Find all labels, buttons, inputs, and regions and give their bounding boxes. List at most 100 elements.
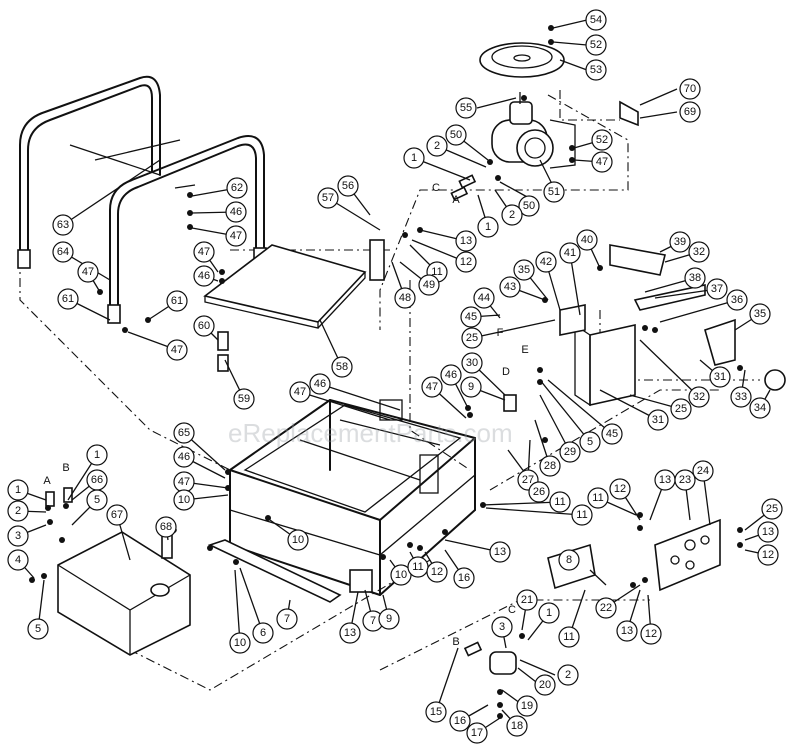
part-callout-16: 16: [449, 710, 471, 732]
fuel-tank: [57, 525, 191, 656]
callout-circle: [538, 602, 560, 624]
callout-number: 40: [581, 234, 593, 246]
callout-number: 41: [564, 247, 576, 259]
part-callout-56: 56: [337, 175, 359, 197]
part-callout-50: 50: [445, 124, 467, 146]
callout-number: 8: [566, 554, 572, 566]
letter-label-A: A: [43, 475, 51, 487]
part-callout-19: 19: [516, 695, 538, 717]
callout-number: 47: [596, 156, 608, 168]
callout-circle: [491, 616, 513, 638]
fastener-dots: [29, 25, 743, 719]
callout-circle: [477, 216, 499, 238]
callout-circle: [616, 620, 638, 642]
callout-circle: [534, 674, 556, 696]
callout-number: 65: [178, 427, 190, 439]
callout-number: 2: [434, 140, 440, 152]
part-callout-1: 1: [477, 216, 499, 238]
callout-number: 54: [590, 14, 602, 26]
part-callout-1: 1: [7, 479, 29, 501]
part-callout-7: 7: [276, 608, 298, 630]
part-callout-1: 1: [403, 147, 425, 169]
part-callout-13: 13: [339, 622, 361, 644]
callout-circle: [706, 278, 728, 300]
callout-circle: [579, 431, 601, 453]
callout-circle: [460, 376, 482, 398]
part-callout-31: 31: [709, 366, 731, 388]
callout-circle: [539, 455, 561, 477]
callout-circle: [640, 623, 662, 645]
callout-number: 23: [679, 474, 691, 486]
part-callout-45: 45: [460, 306, 482, 328]
callout-number: 31: [652, 414, 664, 426]
callout-number: 11: [592, 492, 603, 504]
callout-circle: [585, 59, 607, 81]
callout-number: 48: [399, 292, 411, 304]
part-callout-11: 11: [571, 504, 593, 526]
callout-circle: [225, 225, 247, 247]
part-callout-2: 2: [557, 664, 579, 686]
callout-number: 15: [430, 706, 442, 718]
part-callout-33: 33: [730, 386, 752, 408]
part-callout-13: 13: [654, 469, 676, 491]
callout-number: 1: [411, 152, 417, 164]
callout-circle: [461, 352, 483, 374]
callout-number: 34: [754, 402, 766, 414]
callout-circle: [390, 564, 412, 586]
callout-circle: [287, 529, 309, 551]
callout-number: 43: [504, 281, 516, 293]
part-callout-47: 47: [173, 471, 195, 493]
part-callout-68: 68: [155, 516, 177, 538]
part-callout-47: 47: [225, 225, 247, 247]
callout-number: 2: [565, 669, 571, 681]
callout-number: 6: [260, 627, 266, 639]
callout-circle: [52, 241, 74, 263]
callout-circle: [52, 214, 74, 236]
part-callout-39: 39: [669, 231, 691, 253]
part-callout-10: 10: [173, 489, 195, 511]
part-callout-5: 5: [86, 489, 108, 511]
callout-circle: [27, 618, 49, 640]
callout-circle: [426, 561, 448, 583]
callout-number: 16: [454, 715, 466, 727]
callout-circle: [688, 386, 710, 408]
part-callout-16: 16: [453, 567, 475, 589]
part-callout-9: 9: [378, 608, 400, 630]
callout-circle: [730, 386, 752, 408]
part-callout-8: 8: [558, 549, 580, 571]
callout-number: 37: [711, 283, 723, 295]
callout-circle: [674, 469, 696, 491]
callout-number: 16: [458, 572, 470, 584]
callout-circle: [749, 397, 771, 419]
callout-circle: [506, 715, 528, 737]
part-callout-44: 44: [473, 287, 495, 309]
callout-number: 50: [450, 129, 462, 141]
callout-circle: [501, 204, 523, 226]
part-callout-11: 11: [407, 556, 429, 578]
callout-circle: [595, 597, 617, 619]
callout-number: 45: [465, 311, 477, 323]
callout-circle: [193, 315, 215, 337]
callout-number: 32: [693, 246, 705, 258]
callout-number: 53: [590, 64, 602, 76]
part-callout-47: 47: [193, 241, 215, 263]
letter-label-B: B: [452, 636, 459, 648]
callout-number: 10: [395, 569, 407, 581]
callout-circle: [757, 521, 779, 543]
callout-circle: [460, 306, 482, 328]
part-callout-11: 11: [587, 487, 609, 509]
callout-number: 47: [198, 246, 210, 258]
callout-circle: [679, 78, 701, 100]
part-callout-25: 25: [461, 327, 483, 349]
callout-number: 11: [412, 561, 423, 573]
callout-number: 19: [521, 700, 533, 712]
part-callout-2: 2: [7, 500, 29, 522]
callout-number: 11: [576, 509, 587, 521]
callout-circle: [155, 516, 177, 538]
part-callout-47: 47: [591, 151, 613, 173]
callout-circle: [709, 366, 731, 388]
callout-number: 62: [231, 182, 243, 194]
callout-circle: [166, 290, 188, 312]
callout-number: 4: [15, 554, 21, 566]
